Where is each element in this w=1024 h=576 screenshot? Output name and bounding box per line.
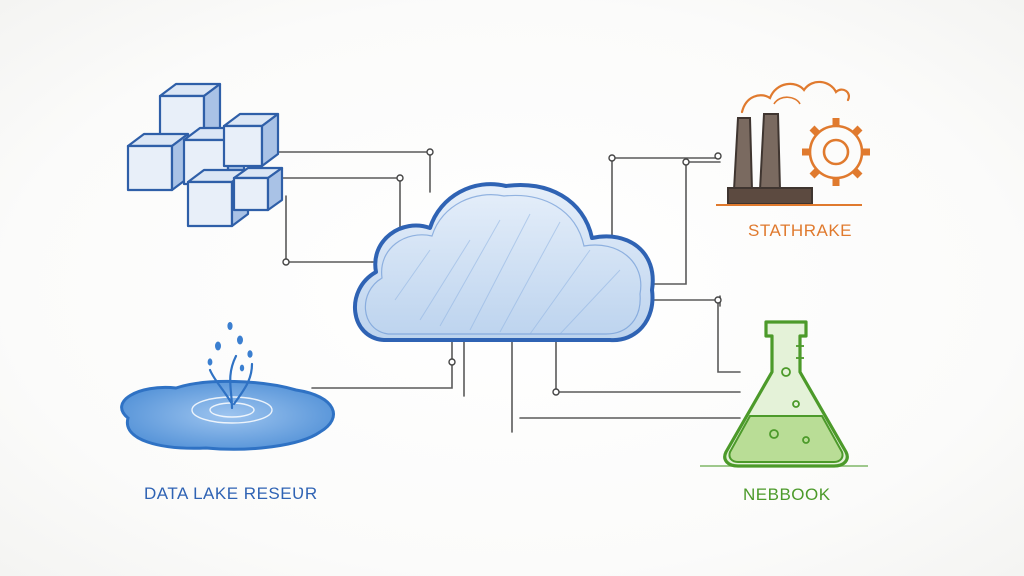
droplet: [237, 335, 243, 345]
cube: [222, 112, 280, 168]
connector-cloud-factory-lower: [649, 161, 721, 285]
joint: [552, 388, 560, 396]
chimney: [758, 113, 782, 191]
connector-cubes-cloud-upper: [261, 151, 431, 193]
cloud-icon: [352, 182, 655, 343]
flask-liquid: [728, 415, 844, 463]
connector-cloud-factory-upper: [611, 157, 721, 241]
notebook-label: NEBBOOK: [743, 485, 831, 504]
joint: [714, 296, 722, 304]
droplet: [239, 364, 245, 372]
joint: [282, 258, 290, 266]
joint: [682, 158, 690, 166]
bubble: [769, 429, 779, 439]
gear-icon: [802, 118, 870, 186]
joint: [608, 154, 616, 162]
cube: [158, 82, 222, 142]
joint: [448, 358, 456, 366]
cubes-icon: [126, 82, 284, 228]
chimney: [732, 117, 754, 191]
cube: [232, 166, 284, 212]
bubble: [792, 400, 800, 408]
smoke-icon: [740, 80, 850, 114]
cube: [126, 132, 190, 192]
droplet: [207, 358, 213, 366]
factory-base: [727, 187, 813, 205]
flask-icon: [700, 320, 868, 468]
bubble: [781, 367, 791, 377]
bubble: [802, 436, 810, 444]
connector-cloud-flask-upper: [555, 341, 741, 393]
joint: [714, 152, 722, 160]
joint: [426, 148, 434, 156]
data-lake-label: DATA LAKE RESEƲR: [144, 484, 318, 503]
joint: [396, 174, 404, 182]
droplet: [215, 341, 221, 351]
factory-gear-icon: [716, 80, 870, 206]
droplet: [247, 350, 253, 358]
water-splash-icon: [120, 322, 335, 451]
droplet: [227, 322, 233, 330]
connector-joints: [282, 148, 722, 396]
connector-cloud-lake: [311, 341, 453, 389]
factory-label: STATHRAKE: [748, 221, 852, 240]
connector-cubes-cloud-lower: [285, 195, 373, 263]
lake-pool: [120, 379, 335, 451]
connector-cloud-flask-side: [629, 299, 741, 373]
